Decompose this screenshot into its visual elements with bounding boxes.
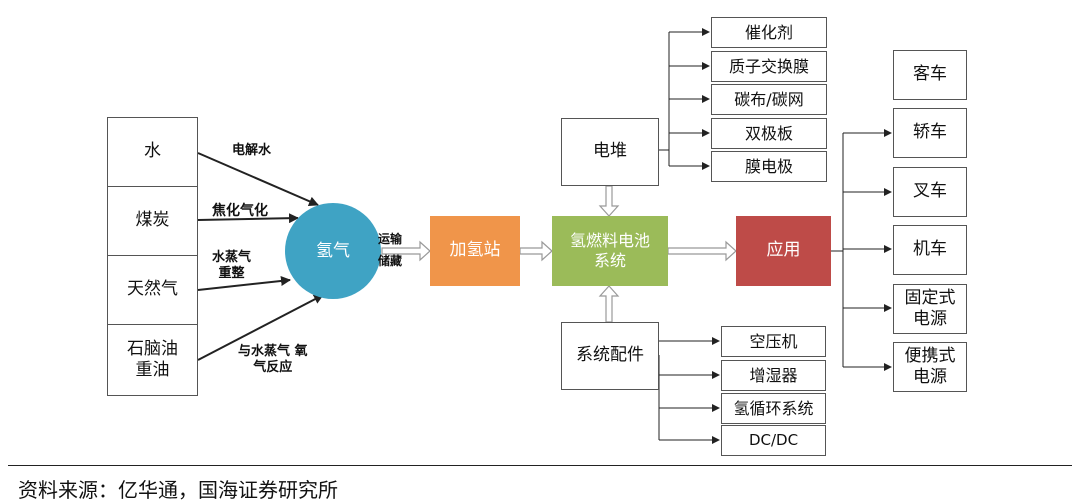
stack-part-bipolar-plate: 双极板	[711, 118, 827, 149]
source-naphtha-heavy-oil: 石脑油 重油	[107, 324, 198, 396]
application-sedan: 轿车	[893, 108, 967, 158]
applications-bracket	[831, 129, 892, 371]
source-divider	[8, 465, 1072, 466]
stack-part-pem: 质子交换膜	[711, 51, 827, 82]
accessory-hydrogen-circulation: 氢循环系统	[721, 393, 826, 424]
accessories-box: 系统配件	[561, 322, 659, 390]
hollow-arrow-accessories-to-fuelcell	[598, 285, 620, 323]
application-box: 应用	[736, 216, 831, 286]
source-note: 资料来源：亿华通，国海证券研究所	[18, 478, 338, 502]
hollow-arrow-stack-to-fuelcell	[598, 185, 620, 217]
process-label-coking-gasification: 焦化气化	[212, 203, 268, 219]
hollow-arrow-station-to-fuelcell	[519, 240, 553, 262]
application-forklift: 叉车	[893, 167, 967, 217]
fuel-cell-system-box: 氢燃料电池 系统	[552, 216, 668, 286]
hydrogen-station-box: 加氢站	[430, 216, 520, 286]
arrow-coal-to-hydrogen	[197, 213, 299, 224]
arrow-gas-to-hydrogen	[197, 276, 291, 291]
stack-part-carbon-cloth: 碳布/碳网	[711, 84, 827, 115]
hydrogen-label: 氢气	[316, 241, 350, 261]
transport-storage-label: 运输 储藏	[378, 232, 403, 268]
hollow-arrow-fuelcell-to-application	[667, 240, 737, 262]
process-label-electrolysis: 电解水	[232, 143, 272, 158]
hydrogen-circle	[285, 203, 381, 299]
accessory-humidifier: 增湿器	[721, 360, 826, 391]
arrow-naphtha-to-hydrogen	[197, 294, 324, 361]
stack-box: 电堆	[561, 118, 659, 186]
source-natural-gas: 天然气	[107, 255, 198, 325]
application-stationary-power: 固定式 电源	[893, 284, 967, 334]
hollow-arrow-hydrogen-to-station	[381, 240, 431, 262]
application-portable-power: 便携式 电源	[893, 342, 967, 392]
accessory-air-compressor: 空压机	[721, 326, 826, 357]
source-water: 水	[107, 117, 198, 187]
process-label-steam-oxygen-reaction: 与水蒸气 氧 气反应	[238, 344, 308, 375]
stack-bracket	[659, 28, 710, 170]
arrow-water-to-hydrogen	[197, 152, 319, 207]
stack-part-mea: 膜电极	[711, 151, 827, 182]
application-locomotive: 机车	[893, 225, 967, 275]
stack-part-catalyst: 催化剂	[711, 17, 827, 48]
accessory-dc-dc: DC/DC	[721, 425, 826, 456]
application-bus: 客车	[893, 50, 967, 100]
source-coal: 煤炭	[107, 186, 198, 256]
accessories-bracket	[658, 337, 720, 444]
process-label-steam-reforming: 水蒸气 重整	[212, 250, 252, 281]
